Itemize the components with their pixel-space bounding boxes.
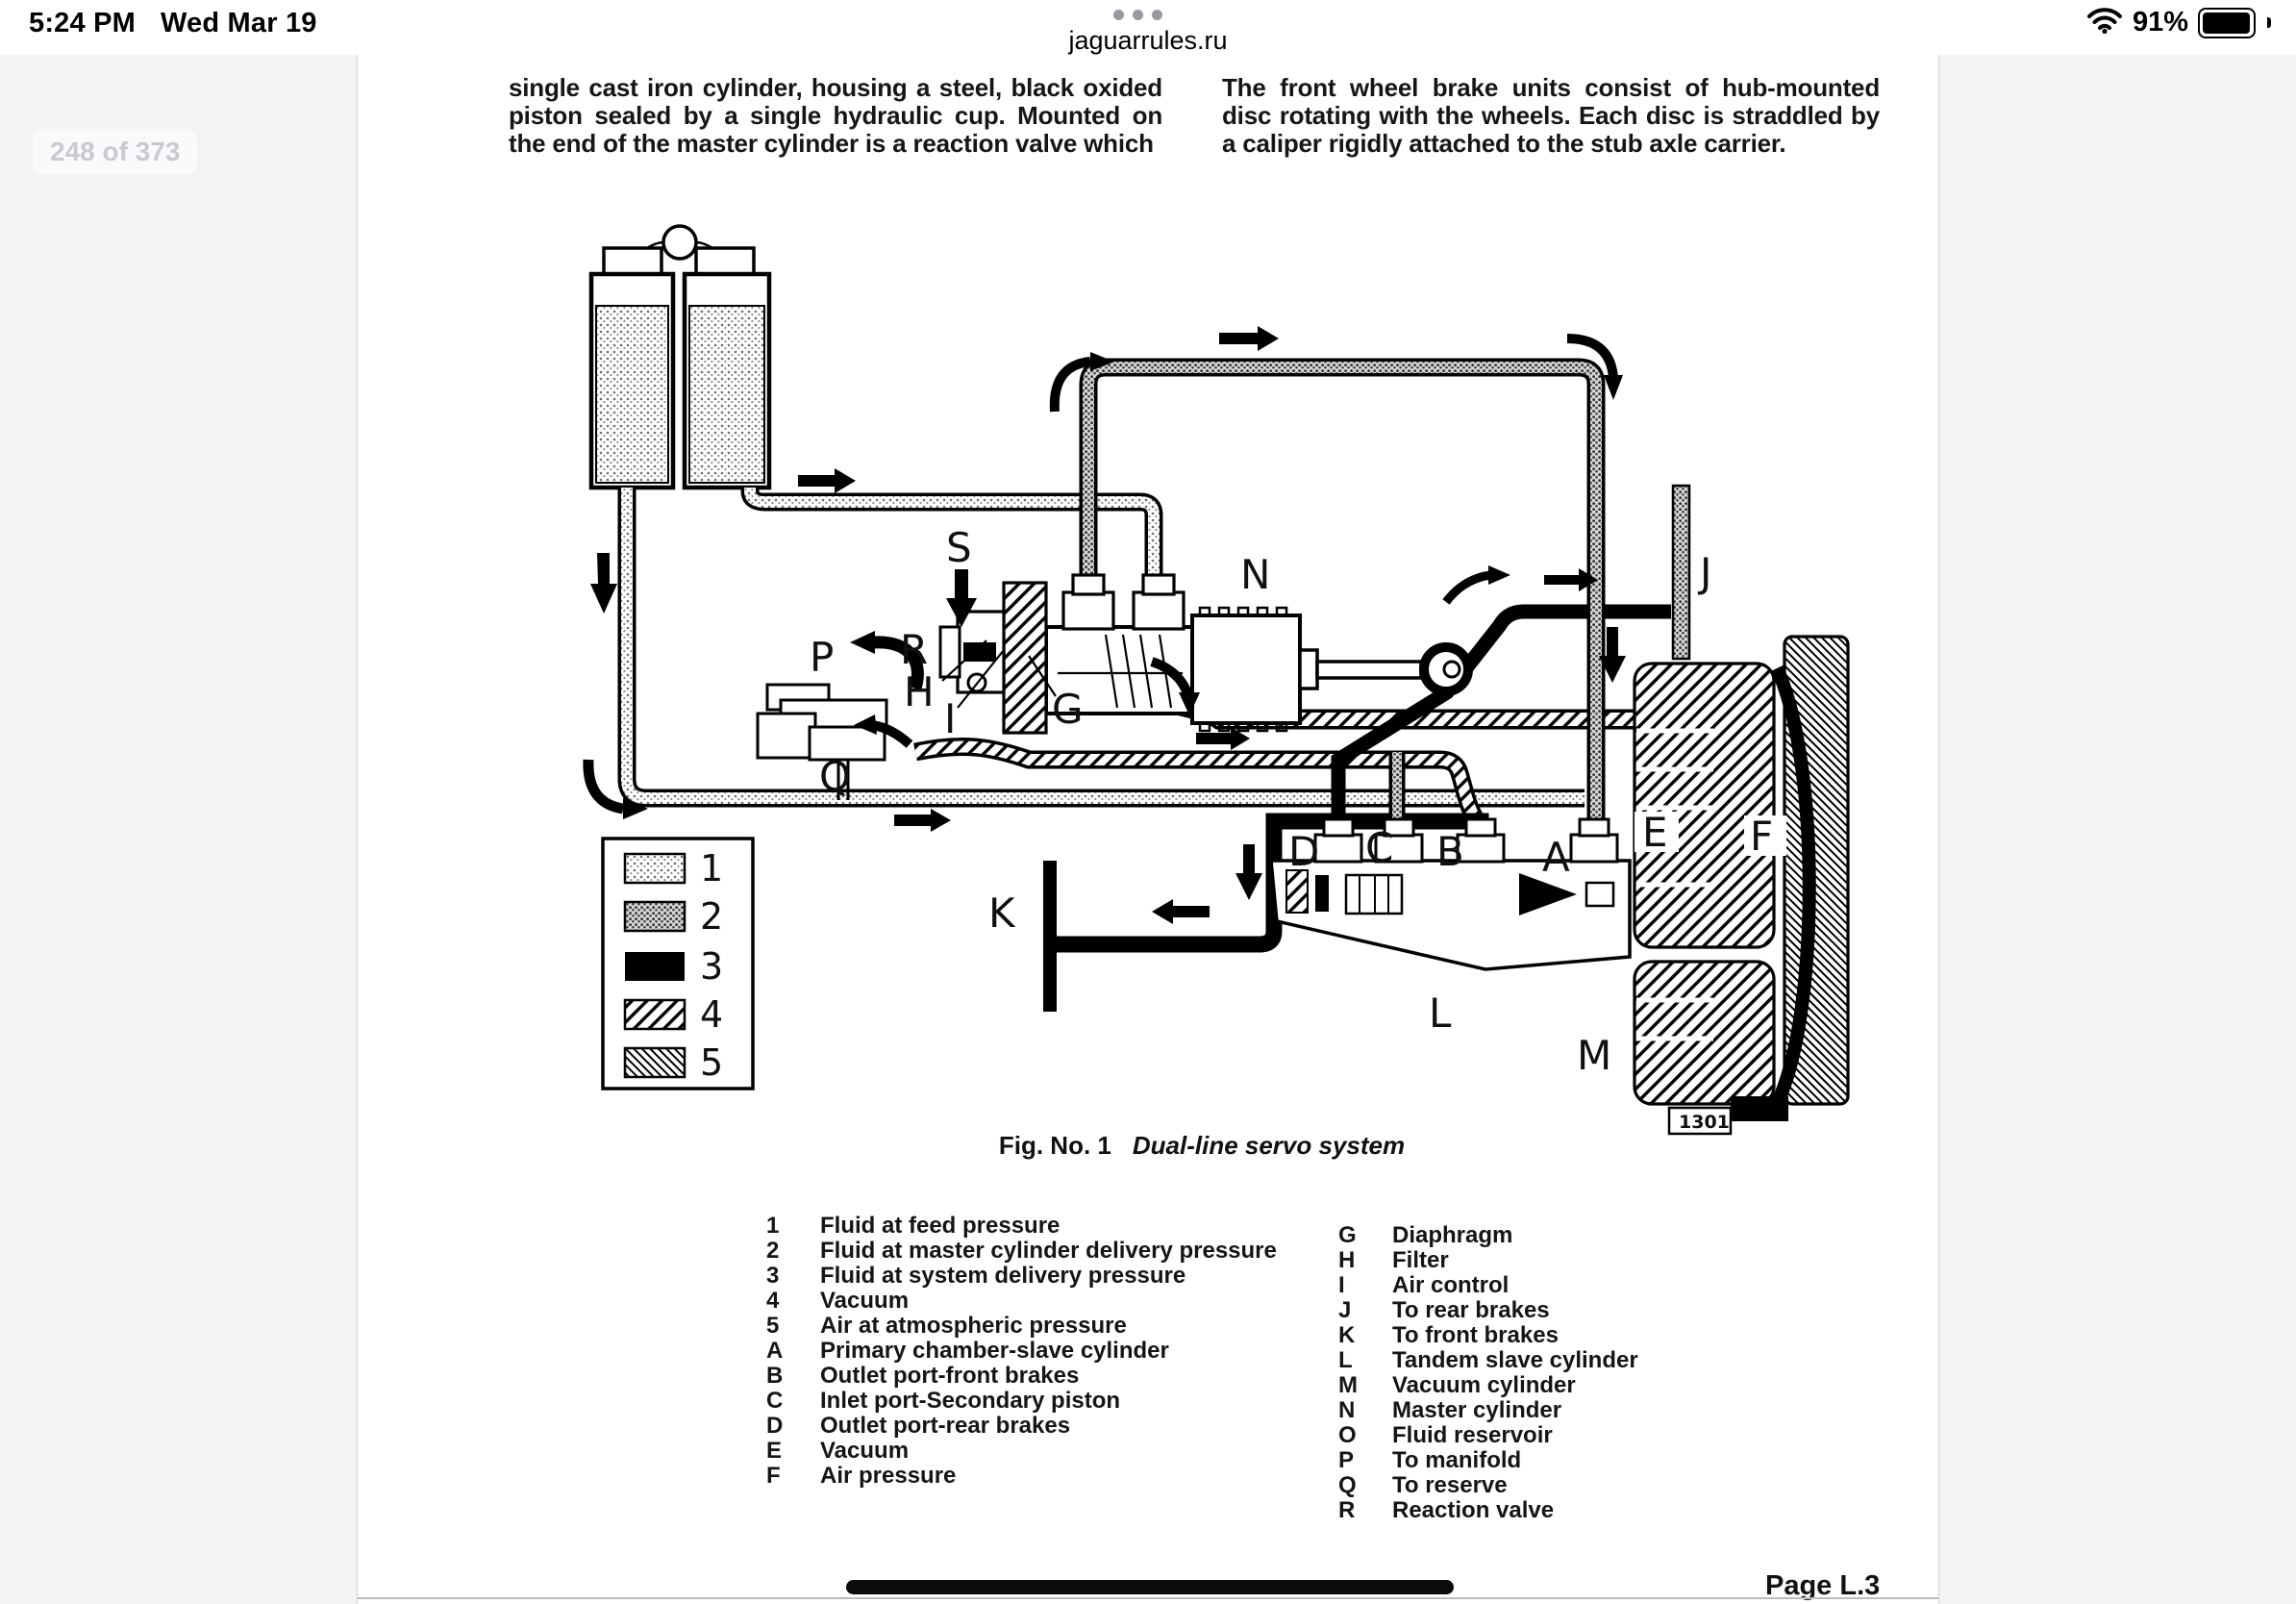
label-H: H xyxy=(904,668,935,715)
label-E: E xyxy=(1642,809,1668,856)
label-R: R xyxy=(900,626,928,673)
body-text-right-column: The front wheel brake units consist of h… xyxy=(1222,73,1880,158)
label-N: N xyxy=(1240,551,1270,598)
air-valve xyxy=(756,683,888,800)
vacuum-cylinder xyxy=(1633,635,1850,1121)
status-time-date: 5:24 PM Wed Mar 19 xyxy=(29,8,317,39)
multitasking-dots-icon[interactable] xyxy=(1113,10,1162,20)
battery-percent: 91% xyxy=(2132,7,2188,38)
figure-caption-label: Fig. No. 1 xyxy=(998,1131,1111,1160)
viewer-left-margin xyxy=(0,55,358,1604)
key-4: 4 xyxy=(700,993,723,1036)
label-K: K xyxy=(988,890,1016,937)
page-number: Page L.3 xyxy=(1765,1570,1881,1601)
pipe-feed-pressure xyxy=(617,488,1585,808)
page-indicator: 248 of 373 xyxy=(33,129,198,175)
label-B: B xyxy=(1436,828,1464,875)
pipe-mc-delivery xyxy=(1079,358,1691,839)
label-C: C xyxy=(1365,824,1393,871)
label-F: F xyxy=(1750,813,1773,860)
key-1: 1 xyxy=(700,847,723,890)
key-2: 2 xyxy=(700,895,723,938)
label-A: A xyxy=(1542,834,1570,881)
reading-progress-bar[interactable] xyxy=(846,1580,1454,1594)
label-J: J xyxy=(1697,549,1711,596)
figure-caption: Fig. No. 1 Dual-line servo system xyxy=(827,1131,1577,1161)
label-S: S xyxy=(946,524,972,571)
flow-arrows xyxy=(583,326,1626,924)
date: Wed Mar 19 xyxy=(161,8,317,38)
figure-caption-title: Dual-line servo system xyxy=(1132,1131,1406,1160)
browser-chrome: 5:24 PM Wed Mar 19 91% jaguarrules.ru xyxy=(0,0,2296,55)
master-cylinder xyxy=(1044,573,1473,733)
viewer-right-margin xyxy=(1938,55,2296,1604)
label-L: L xyxy=(1429,990,1452,1037)
label-I: I xyxy=(944,695,956,742)
label-P: P xyxy=(810,634,834,681)
label-D: D xyxy=(1288,828,1319,875)
key-5: 5 xyxy=(700,1041,723,1084)
page-bottom-border xyxy=(358,1597,1938,1599)
clock: 5:24 PM xyxy=(29,8,136,38)
wifi-icon xyxy=(2086,6,2123,39)
drawing-number: 1301 xyxy=(1679,1112,1730,1133)
pipe-front-brakes xyxy=(1043,813,1489,1012)
body-text-left-column: single cast iron cylinder, housing a ste… xyxy=(509,73,1162,158)
label-Q: Q xyxy=(819,753,851,800)
tandem-slave-cylinder xyxy=(1269,817,1632,971)
fluid-reservoirs xyxy=(588,224,772,490)
drawing-number-tag: 1301 xyxy=(1667,1106,1733,1136)
reaction-valve xyxy=(938,581,1057,735)
diagram-part-labels: S R N P H I G Q J K D C B A E F L M xyxy=(810,524,1773,1079)
battery-tip xyxy=(2267,17,2271,28)
servo-system-diagram: S R N P H I G Q J K D C B A E F L M 1 2 … xyxy=(583,224,1850,1136)
battery-icon xyxy=(2198,7,2256,38)
label-M: M xyxy=(1577,1032,1611,1079)
pattern-key: 1 2 3 4 5 xyxy=(601,837,755,1090)
label-G: G xyxy=(1052,686,1084,733)
key-3: 3 xyxy=(700,945,723,988)
address-bar[interactable]: jaguarrules.ru xyxy=(1068,26,1228,55)
